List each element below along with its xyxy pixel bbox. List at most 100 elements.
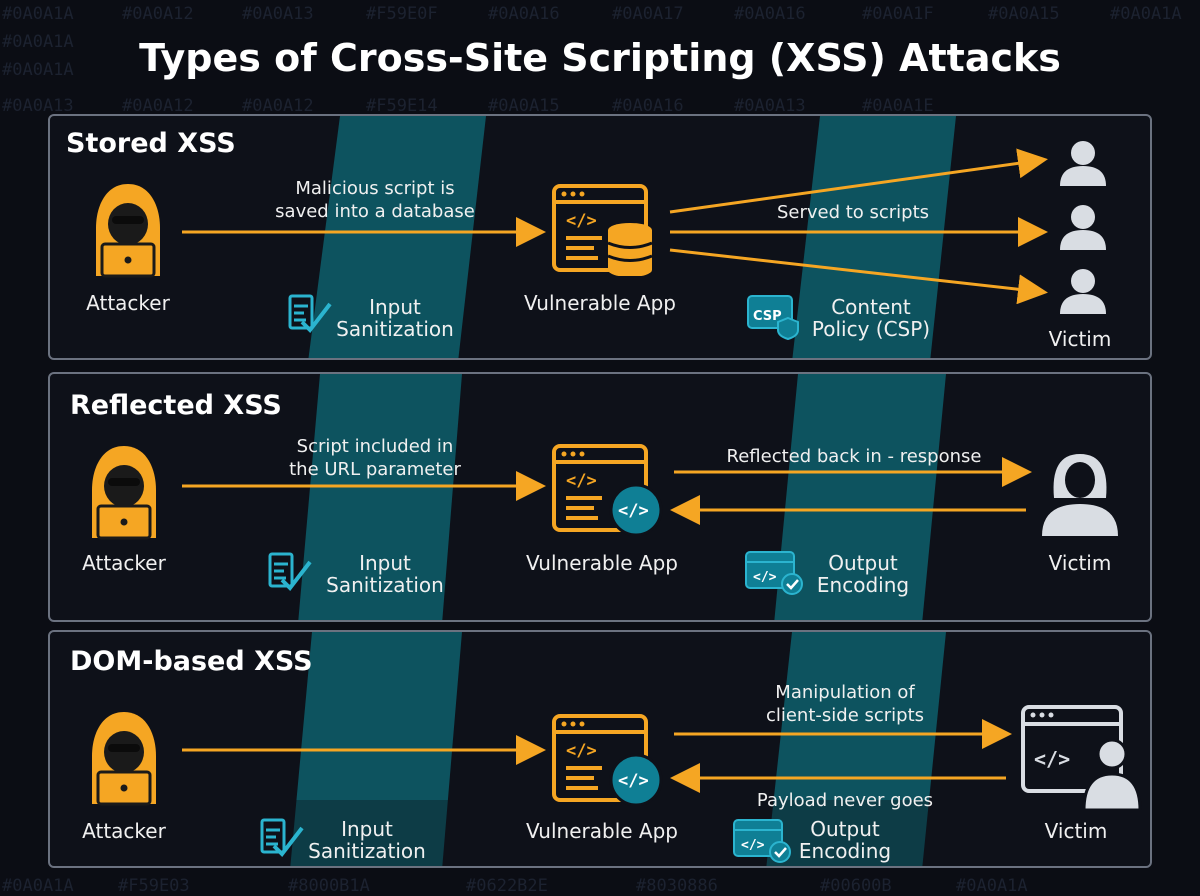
svg-text:</>: </> bbox=[566, 211, 597, 231]
mitigation-1-line-2: Sanitization bbox=[336, 317, 454, 341]
victim-user-icon bbox=[1042, 454, 1118, 536]
background-code: #8000B1A bbox=[288, 876, 370, 896]
output-encoding-icon: </> bbox=[745, 551, 803, 595]
vulnerable-app-label: Vulnerable App bbox=[523, 291, 676, 315]
input-sanitization-band bbox=[308, 116, 486, 358]
victim-label: Victim bbox=[1048, 551, 1112, 575]
hacker-icon bbox=[96, 184, 160, 278]
mitigation-2-line-1: Content bbox=[831, 295, 911, 319]
background-code: #0A0A16 bbox=[612, 96, 684, 116]
payload-label: Payload never goes bbox=[756, 790, 934, 811]
mitigation-2-line-2: Encoding bbox=[816, 573, 910, 597]
stored-xss-panel: Stored XSS Attacker Malicious script is … bbox=[48, 114, 1152, 360]
flow-label-line-2: saved into a database bbox=[275, 201, 475, 222]
app-code-icon: </> </> bbox=[552, 444, 663, 536]
svg-text:</>: </> bbox=[1034, 747, 1070, 771]
dom-xss-panel: DOM-based XSS Attacker </> </> Vulnerabl… bbox=[48, 630, 1152, 868]
dom-flow-arrows bbox=[182, 719, 1012, 793]
mitigation-band-shapes bbox=[298, 374, 946, 620]
victim-user-icon-1 bbox=[1060, 141, 1106, 186]
mitigation-2-line-1: Output bbox=[810, 817, 880, 841]
flow-label-line-1: Script included in bbox=[296, 436, 454, 457]
victim-label: Victim bbox=[1048, 327, 1112, 351]
background-code: #0A0A1A bbox=[1110, 4, 1182, 24]
csp-icon-text: CSP bbox=[753, 309, 782, 324]
background-code: #F59E0F bbox=[366, 4, 438, 24]
hacker-icon bbox=[92, 712, 156, 806]
svg-text:</>: </> bbox=[566, 471, 597, 491]
attacker-label: Attacker bbox=[86, 291, 170, 315]
background-code: #8030886 bbox=[636, 876, 718, 896]
sanitization-check-icon bbox=[260, 818, 304, 858]
browser-user-icon: </> bbox=[1021, 705, 1142, 812]
background-code: #0A0A12 bbox=[122, 4, 194, 24]
stored-flow-arrows bbox=[182, 148, 1048, 305]
background-code: #0A0A1A bbox=[2, 876, 74, 896]
svg-text:</>: </> bbox=[753, 570, 777, 585]
attacker-label: Attacker bbox=[82, 819, 166, 843]
background-code: #F59E14 bbox=[366, 96, 438, 116]
background-code: #0A0A12 bbox=[242, 96, 314, 116]
app-to-victim-arrow-3 bbox=[669, 248, 1048, 305]
svg-text:</>: </> bbox=[566, 741, 597, 761]
background-code: #0A0A1A bbox=[2, 4, 74, 24]
victim-user-icon-2 bbox=[1060, 205, 1106, 250]
background-code: #0A0A1F bbox=[862, 4, 934, 24]
mitigation-1-line-1: Input bbox=[369, 295, 421, 319]
background-code: #0A0A12 bbox=[122, 96, 194, 116]
background-code: #F59E03 bbox=[118, 876, 190, 896]
reflected-flow-arrows bbox=[182, 457, 1032, 525]
svg-text:</>: </> bbox=[618, 501, 649, 521]
background-code: #0622B2E bbox=[466, 876, 548, 896]
panel-title: DOM-based XSS bbox=[70, 646, 313, 677]
background-code: #0A0A13 bbox=[242, 4, 314, 24]
mitigation-1-line-2: Sanitization bbox=[308, 839, 426, 863]
mitigation-1-line-2: Sanitization bbox=[326, 573, 444, 597]
mitigation-2-line-2: Policy (CSP) bbox=[811, 317, 931, 341]
output-encoding-band bbox=[766, 632, 946, 866]
background-code: #0A0A1E bbox=[862, 96, 934, 116]
csp-shield-icon: CSP bbox=[747, 295, 799, 340]
background-code: #0A0A15 bbox=[488, 96, 560, 116]
app-to-victim-arrow-1 bbox=[669, 148, 1048, 214]
mitigation-2-line-1: Output bbox=[828, 551, 898, 575]
app-database-icon: </> bbox=[552, 184, 653, 276]
sanitization-check-icon bbox=[268, 552, 312, 592]
background-code: #0A0A1A bbox=[2, 60, 74, 80]
reflected-xss-panel: Reflected XSS Attacker Script included i… bbox=[48, 372, 1152, 622]
vulnerable-app-label: Vulnerable App bbox=[525, 819, 678, 843]
served-label: Served to scripts bbox=[776, 202, 930, 223]
mitigation-band-shapes bbox=[50, 632, 1150, 866]
victim-user-icon-3 bbox=[1060, 269, 1106, 314]
victim-label: Victim bbox=[1044, 819, 1108, 843]
background-code: #0A0A16 bbox=[734, 4, 806, 24]
input-sanitization-band bbox=[298, 374, 462, 620]
manipulation-label-line-1: Manipulation of bbox=[775, 682, 915, 703]
output-encoding-band bbox=[774, 374, 946, 620]
background-code: #0A0A1A bbox=[956, 876, 1028, 896]
hacker-icon bbox=[92, 446, 156, 540]
vulnerable-app-label: Vulnerable App bbox=[525, 551, 678, 575]
sanitization-check-icon bbox=[288, 294, 332, 334]
flow-label-line-1: Malicious script is bbox=[295, 178, 455, 199]
background-code: #0A0A13 bbox=[734, 96, 806, 116]
background-code: #00600B bbox=[820, 876, 892, 896]
background-code: #0A0A15 bbox=[988, 4, 1060, 24]
flow-label-line-2: the URL parameter bbox=[289, 459, 461, 480]
panel-title: Stored XSS bbox=[66, 128, 236, 159]
background-code: #0A0A17 bbox=[612, 4, 684, 24]
reflected-label: Reflected back in - response bbox=[726, 446, 982, 467]
mitigation-2-line-2: Encoding bbox=[798, 839, 892, 863]
background-code: #0A0A16 bbox=[488, 4, 560, 24]
manipulation-label-line-2: client-side scripts bbox=[765, 705, 925, 726]
mitigation-1-line-1: Input bbox=[359, 551, 411, 575]
svg-text:</>: </> bbox=[741, 838, 765, 853]
background-code: #0A0A13 bbox=[2, 96, 74, 116]
panel-title: Reflected XSS bbox=[70, 390, 282, 421]
output-encoding-icon: </> bbox=[733, 819, 791, 863]
mitigation-1-line-1: Input bbox=[341, 817, 393, 841]
background-code: #0A0A1A bbox=[2, 32, 74, 52]
attacker-label: Attacker bbox=[82, 551, 166, 575]
app-code-icon: </> </> bbox=[552, 714, 663, 806]
